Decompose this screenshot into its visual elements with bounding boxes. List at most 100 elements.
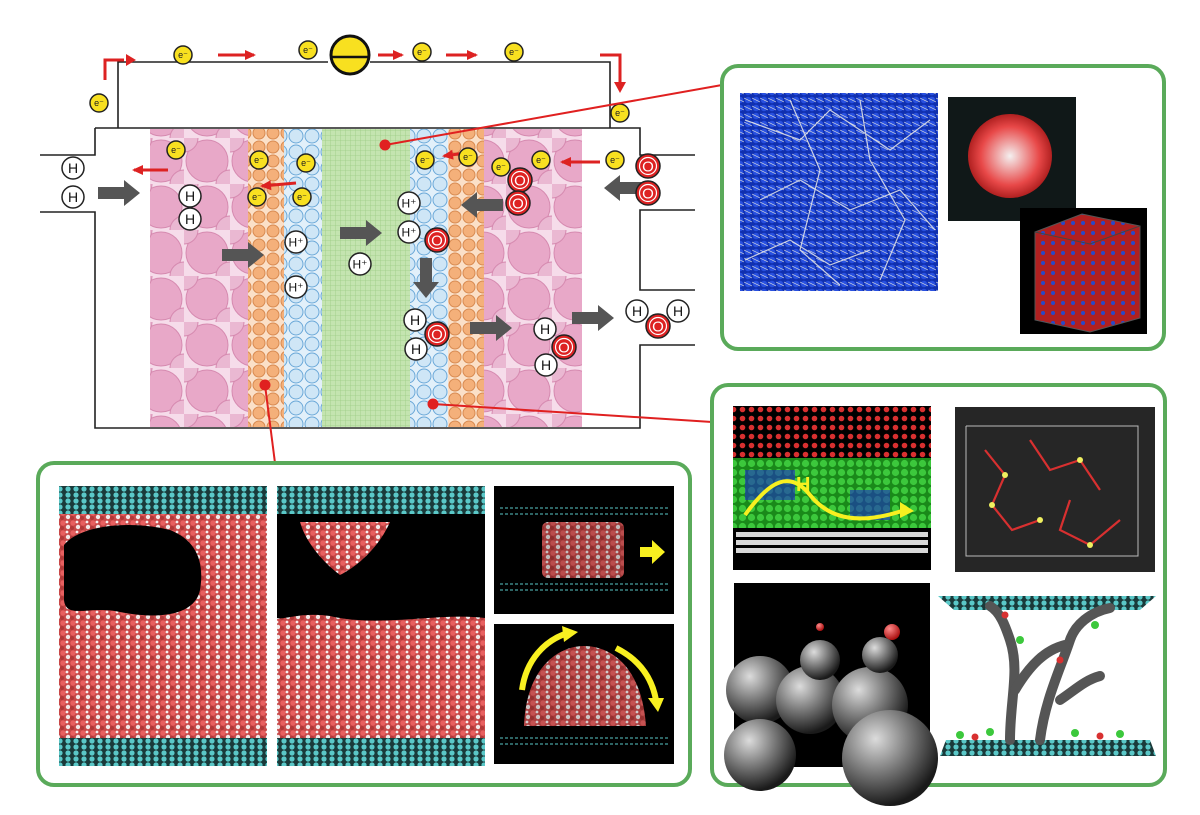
svg-text:H: H [185,188,195,204]
electron-icon: e⁻ [458,147,478,167]
svg-text:e⁻: e⁻ [420,155,430,165]
electron-icon: e⁻ [249,150,269,170]
svg-text:e⁻: e⁻ [297,192,307,202]
svg-text:O: O [512,195,524,212]
cathode-catalyst-layer [448,129,484,427]
electron-icon: e⁻ [166,140,186,160]
anode-gas-diffusion-layer [150,129,248,427]
roll-left-arrow [519,630,569,691]
anode-catalyst-layer [248,129,284,427]
svg-text:O: O [431,326,443,343]
droplet-sliding-image [494,486,674,614]
nanoparticle-cluster [968,114,1052,198]
electron-icon: e⁻ [415,150,435,170]
oxygen-atom-icon: O [635,180,661,206]
membrane-cube-edge [1034,225,1141,245]
oxygen-atom-icon: O [551,334,577,360]
catalyst-sphere-image [724,583,938,806]
proton-icon: H⁺ [397,191,421,215]
electron-flow-arrow-head [126,54,136,66]
svg-text:e⁻: e⁻ [610,155,620,165]
process-arrow [98,180,140,206]
oxygen-atom-icon: O [645,313,671,339]
process-arrow [572,305,614,331]
electron-flow-arrow [218,50,256,60]
electron-flow-arrow [560,157,600,167]
hydrogen-diffusion-image: H [733,406,931,570]
hydrogen-atom-icon: H [404,337,428,361]
electron-icon: e⁻ [296,153,316,173]
oxygen-atom-icon: O [505,190,531,216]
external-circuit-wire [117,61,611,128]
svg-text:H⁺: H⁺ [353,257,368,271]
electron-flow-arrow [260,180,297,191]
ionomer-network-overlay [744,99,936,286]
panel-membrane-simulation [720,64,1166,351]
svg-text:H: H [68,189,78,205]
svg-text:H⁺: H⁺ [402,225,417,239]
svg-text:e⁻: e⁻ [94,98,104,108]
electron-flow-arrow-head [614,82,626,93]
svg-text:H: H [185,211,195,227]
hydrogen-diffusion-path-arrow [743,479,906,521]
electron-icon: e⁻ [504,42,524,62]
svg-text:O: O [642,158,654,175]
hydrogen-atom-icon: H [61,185,85,209]
callout-lines [259,84,723,464]
svg-text:e⁻: e⁻ [463,152,473,162]
electron-flow-arrow [378,50,404,60]
electron-flow-arrow [132,165,168,175]
electron-icon: e⁻ [247,187,267,207]
oxygen-atom-icon: O [507,167,533,193]
panel-water-simulation [36,461,692,787]
process-arrow [470,315,512,341]
svg-text:H: H [68,160,78,176]
hydrogen-atom-icon: H [178,207,202,231]
svg-text:O: O [558,339,570,356]
process-arrow [340,220,382,246]
electron-flow-arrow [446,50,478,60]
electron-icon: e⁻ [605,150,625,170]
process-arrow [461,192,503,218]
hydrogen-atom-icon: H [666,299,690,323]
electrolyte-membrane [322,129,410,427]
svg-text:O: O [431,232,443,249]
hydrogen-atom-icon: H [403,308,427,332]
proton-icon: H⁺ [284,275,308,299]
svg-text:H: H [632,303,642,319]
svg-text:e⁻: e⁻ [615,108,625,118]
slide-direction-arrow [640,540,665,564]
svg-text:O: O [514,172,526,189]
electron-flow-arrow [103,58,124,80]
proton-icon: H⁺ [348,252,372,276]
electron-icon: e⁻ [610,103,630,123]
polymer-network-image [955,407,1155,572]
svg-text:e⁻: e⁻ [171,145,181,155]
svg-text:e⁻: e⁻ [417,47,427,57]
svg-text:e⁻: e⁻ [252,192,262,202]
svg-text:O: O [652,318,664,335]
process-arrow [413,258,439,298]
svg-text:H⁺: H⁺ [402,196,417,210]
svg-text:H⁺: H⁺ [289,280,304,294]
roll-right-arrow [614,645,659,701]
electron-icon: e⁻ [298,40,318,60]
proton-icon: H⁺ [397,220,421,244]
electron-icon: e⁻ [173,45,193,65]
hydrogen-label: H [796,474,810,496]
oxygen-atom-icon: O [424,227,450,253]
catalyst-tree-image [938,588,1156,768]
electron-icon: e⁻ [412,42,432,62]
svg-text:H: H [673,303,683,319]
electron-flow-arrow [600,53,622,82]
hydrogen-atom-icon: H [533,317,557,341]
svg-text:H: H [540,321,550,337]
load-lamp-icon [329,34,371,76]
membrane-cube [1034,213,1141,333]
svg-text:e⁻: e⁻ [254,155,264,165]
svg-text:H: H [541,357,551,373]
hydrogen-atom-icon: H [178,184,202,208]
svg-text:e⁻: e⁻ [301,158,311,168]
